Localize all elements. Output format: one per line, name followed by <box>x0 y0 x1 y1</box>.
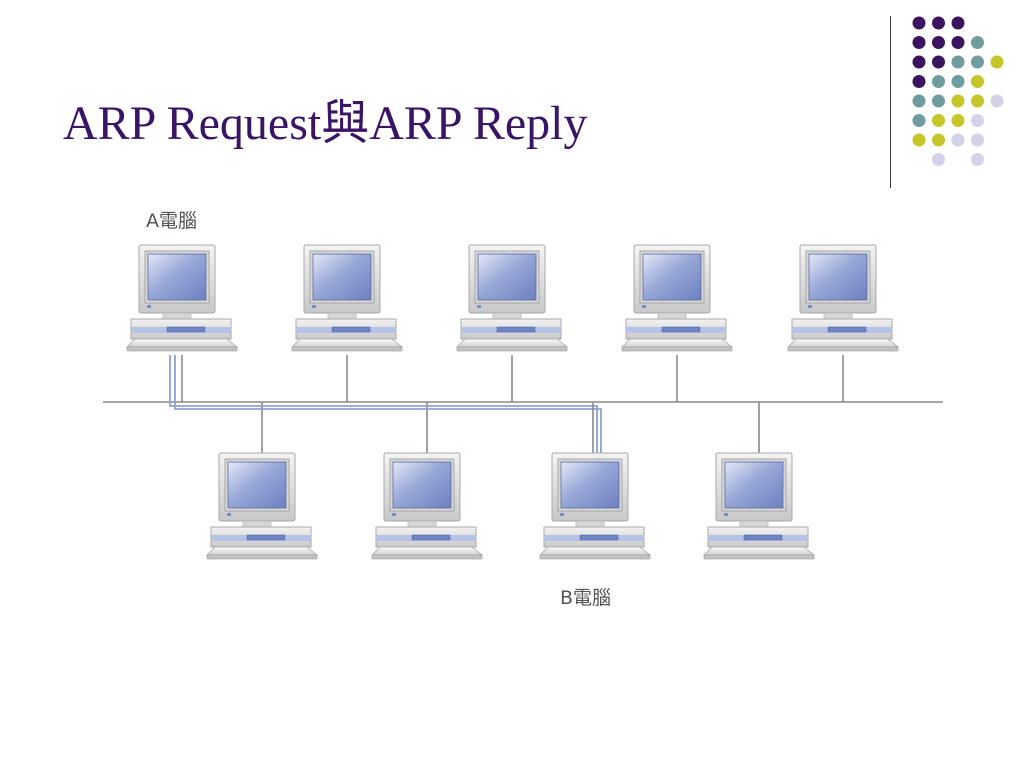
arp-path-a-to-b <box>169 355 602 456</box>
title-divider <box>890 16 891 188</box>
slide-title: ARP Request與ARP Reply <box>63 97 588 150</box>
label-computer-a: A電腦 <box>146 210 197 232</box>
computer-a <box>126 244 239 352</box>
label-computer-b: B電腦 <box>560 587 612 609</box>
computer-9 <box>703 452 816 560</box>
computer-2 <box>291 244 404 352</box>
computer-3 <box>456 244 569 352</box>
computer-b <box>539 452 652 560</box>
computer-6 <box>206 452 319 560</box>
computer-4 <box>621 244 734 352</box>
computer-7 <box>371 452 484 560</box>
computer-5 <box>787 244 900 352</box>
